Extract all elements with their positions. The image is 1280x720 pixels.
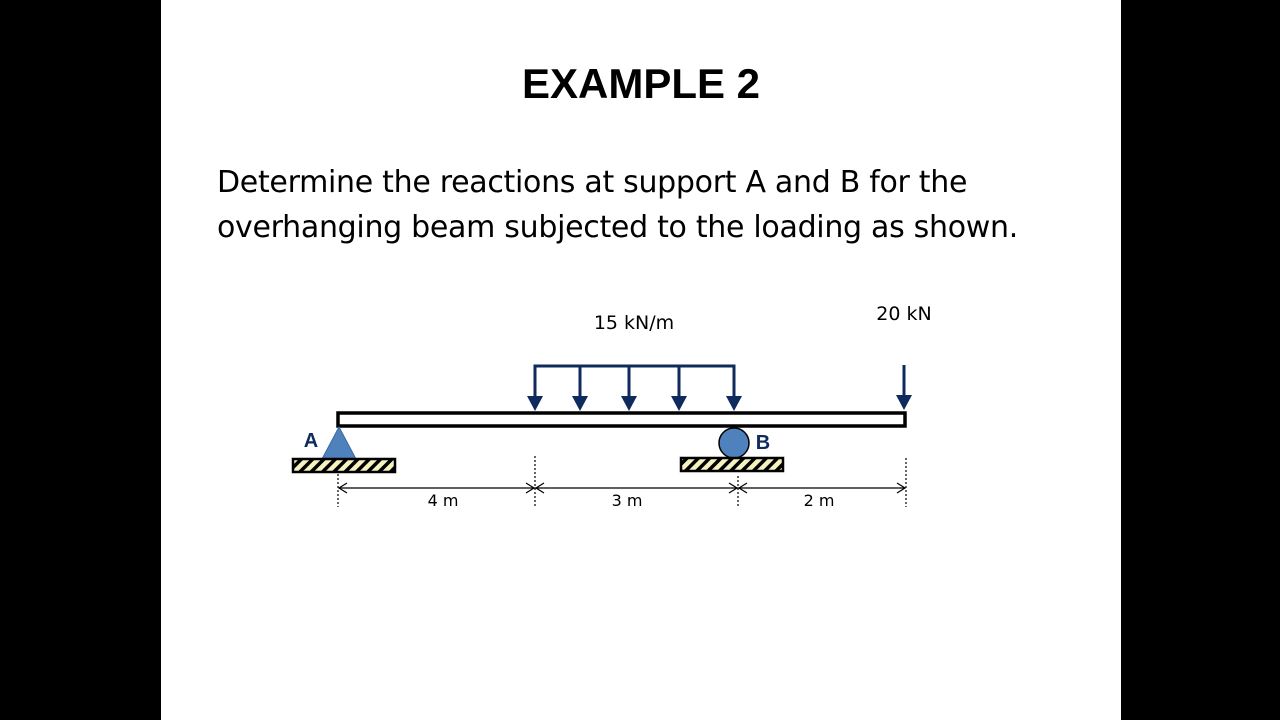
dimension-lines [337, 456, 907, 507]
problem-line-1: Determine the reactions at support A and… [217, 165, 968, 200]
pin-support-icon [321, 425, 357, 460]
problem-statement: Determine the reactions at support A and… [217, 160, 1097, 250]
distributed-load-label: 15 kN/m [594, 312, 674, 334]
problem-line-2: overhanging beam subjected to the loadin… [217, 210, 1018, 245]
ground-a-icon [291, 457, 397, 474]
support-b: B [679, 427, 785, 473]
point-load: 20 kN [876, 303, 932, 410]
ground-b-icon [679, 456, 785, 473]
roller-support-icon [718, 427, 750, 459]
slide-title: EXAMPLE 2 [521, 60, 761, 107]
slide: EXAMPLE 2 Determine the reactions at sup… [161, 0, 1121, 720]
distributed-load: 15 kN/m [527, 312, 742, 411]
load-arrow-icon [527, 366, 742, 411]
point-load-label: 20 kN [876, 303, 931, 325]
dimension-label-2: 3 m [612, 491, 643, 510]
dimension-label-3: 2 m [804, 491, 835, 510]
beam [336, 411, 907, 428]
dimension-label-1: 4 m [428, 491, 459, 510]
support-a: A [291, 425, 397, 474]
support-b-label: B [756, 432, 770, 454]
support-a-label: A [304, 430, 318, 452]
